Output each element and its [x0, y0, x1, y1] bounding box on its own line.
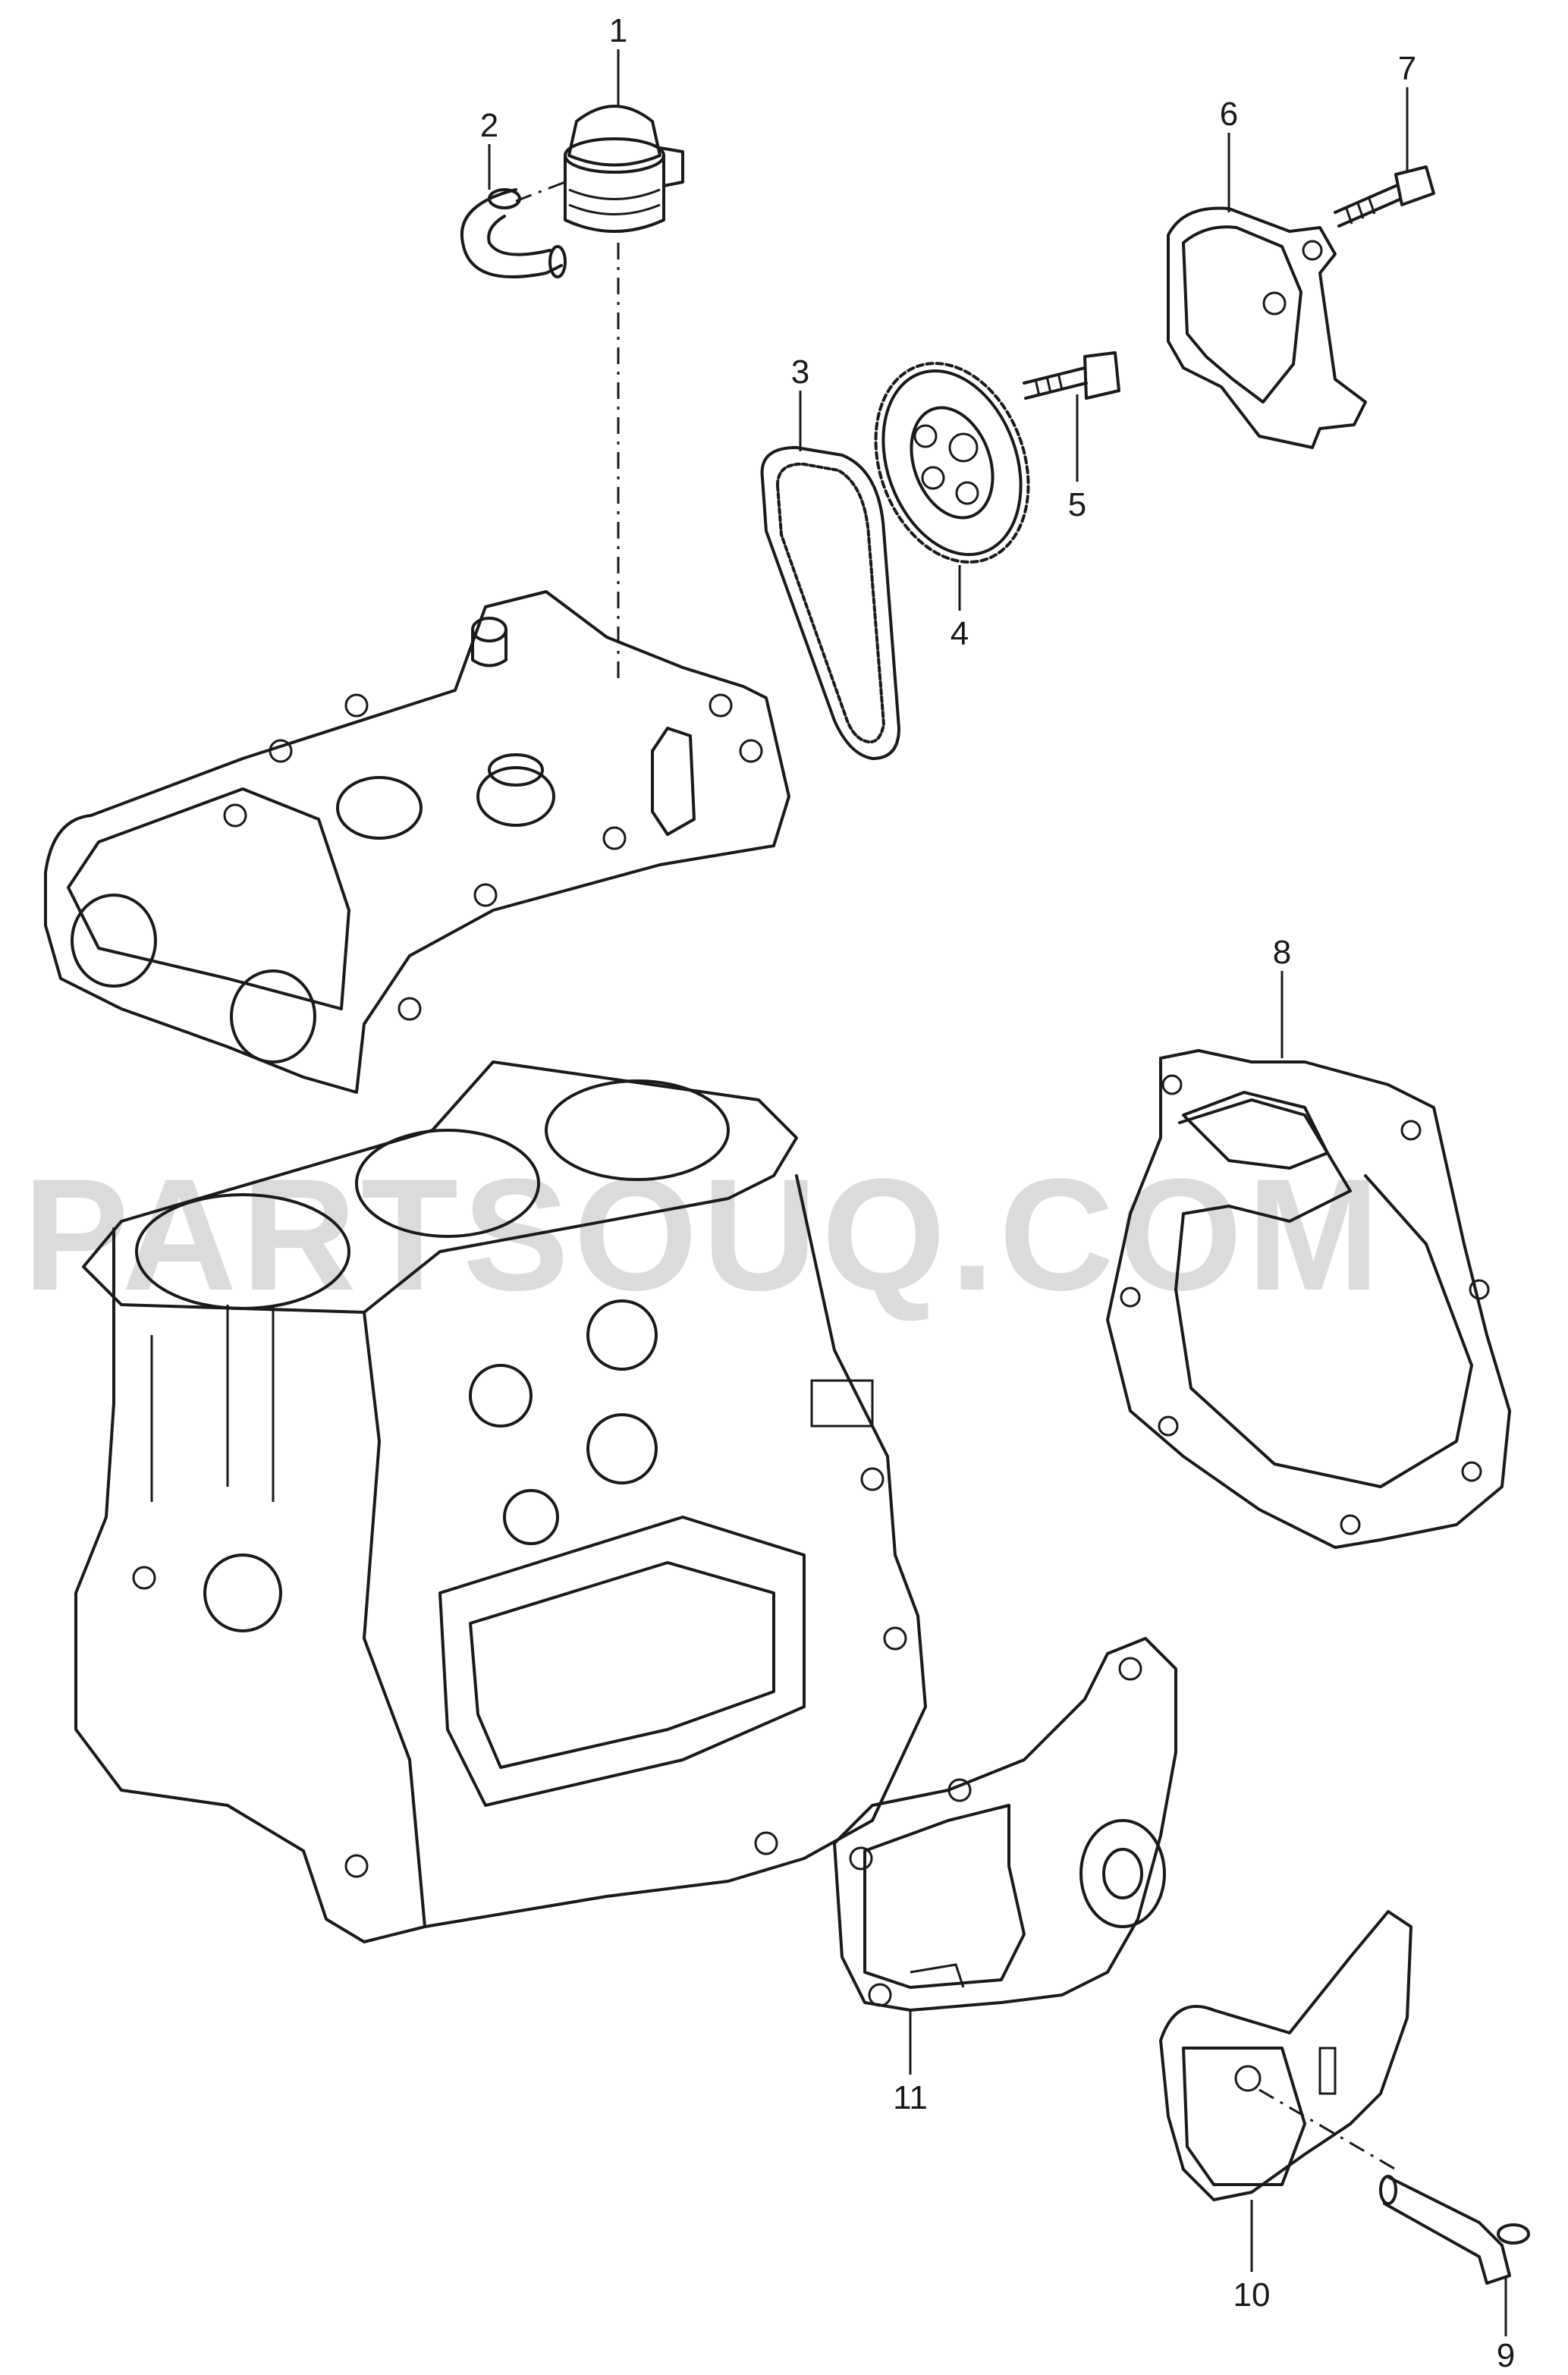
- part-7-bolt[interactable]: [1334, 165, 1435, 228]
- leader-lines: [488, 49, 1507, 2336]
- callout-8: 8: [1273, 934, 1291, 971]
- part-6-timing-cover[interactable]: [1167, 206, 1367, 449]
- part-9-hose[interactable]: [1379, 2175, 1530, 2285]
- callout-11: 11: [893, 2079, 928, 2116]
- callout-2: 2: [480, 107, 498, 144]
- callout-3: 3: [791, 353, 809, 391]
- part-10-cover[interactable]: [1159, 1910, 1412, 2201]
- part-8-gasket[interactable]: [1106, 1049, 1511, 1549]
- cylinder-head: [44, 590, 790, 1094]
- part-4-camshaft-gear[interactable]: [850, 342, 1055, 584]
- part-5-bolt[interactable]: [1023, 351, 1120, 400]
- callout-10: 10: [1233, 2276, 1271, 2314]
- callout-4: 4: [951, 615, 969, 652]
- callout-7: 7: [1398, 50, 1416, 87]
- callout-1: 1: [609, 12, 627, 49]
- part-1-cap[interactable]: [564, 105, 684, 233]
- watermark: PARTSOUQ.COM: [23, 1145, 1384, 1324]
- callout-5: 5: [1068, 486, 1086, 523]
- part-2-hose[interactable]: [460, 188, 567, 278]
- callout-6: 6: [1220, 96, 1238, 133]
- part-3-timing-belt[interactable]: [760, 446, 900, 760]
- part-11-water-pump-housing[interactable]: [833, 1637, 1177, 2012]
- callout-9: 9: [1497, 2337, 1515, 2374]
- engine-block: [74, 1174, 927, 1943]
